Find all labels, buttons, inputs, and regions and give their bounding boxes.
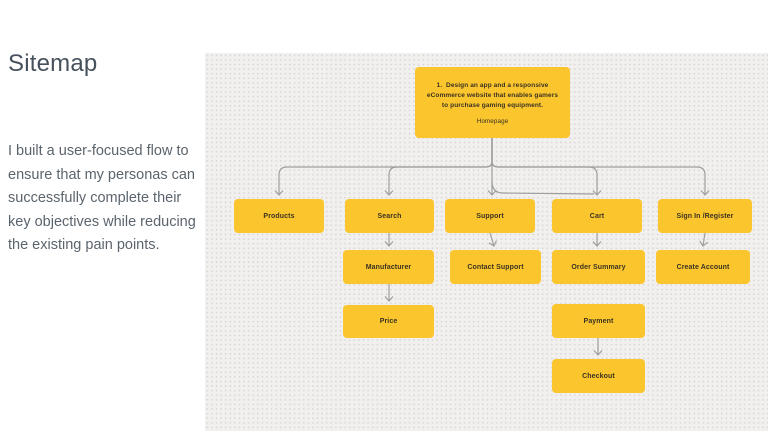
sitemap-node-sign-in: Sign In /Register (658, 199, 752, 233)
sitemap-canvas: 1. Design an app and a responsive eComme… (205, 53, 768, 431)
page-description: I built a user-focused flow to ensure th… (8, 143, 196, 253)
edge-signin-createaccount (699, 232, 709, 247)
intro-panel: Sitemap I built a user-focused flow to e… (8, 50, 200, 258)
sitemap-node-homepage: 1. Design an app and a responsive eComme… (415, 67, 570, 138)
edge-homepage-cart-alt (491, 180, 595, 195)
sitemap-node-products: Products (234, 199, 324, 233)
homepage-label: Homepage (476, 117, 509, 125)
sitemap-node-price: Price (343, 305, 434, 338)
sitemap-node-contact-support: Contact Support (450, 250, 541, 284)
edge-homepage-signin (491, 138, 710, 196)
sitemap-node-order-summary: Order Summary (552, 250, 645, 284)
edge-support-contact (488, 232, 498, 247)
homepage-goal-text: 1. Design an app and a responsive eComme… (426, 81, 559, 109)
sitemap-node-payment: Payment (552, 304, 645, 338)
page-title: Sitemap (8, 50, 98, 77)
sitemap-node-cart: Cart (552, 199, 642, 233)
connector-layer (274, 138, 710, 356)
edge-homepage-search (384, 138, 493, 196)
sitemap-node-manufacturer: Manufacturer (343, 250, 434, 284)
sitemap-node-search: Search (345, 199, 434, 233)
sitemap-node-create-account: Create Account (656, 250, 750, 284)
sitemap-node-support: Support (445, 199, 535, 233)
sitemap-node-checkout: Checkout (552, 359, 645, 393)
